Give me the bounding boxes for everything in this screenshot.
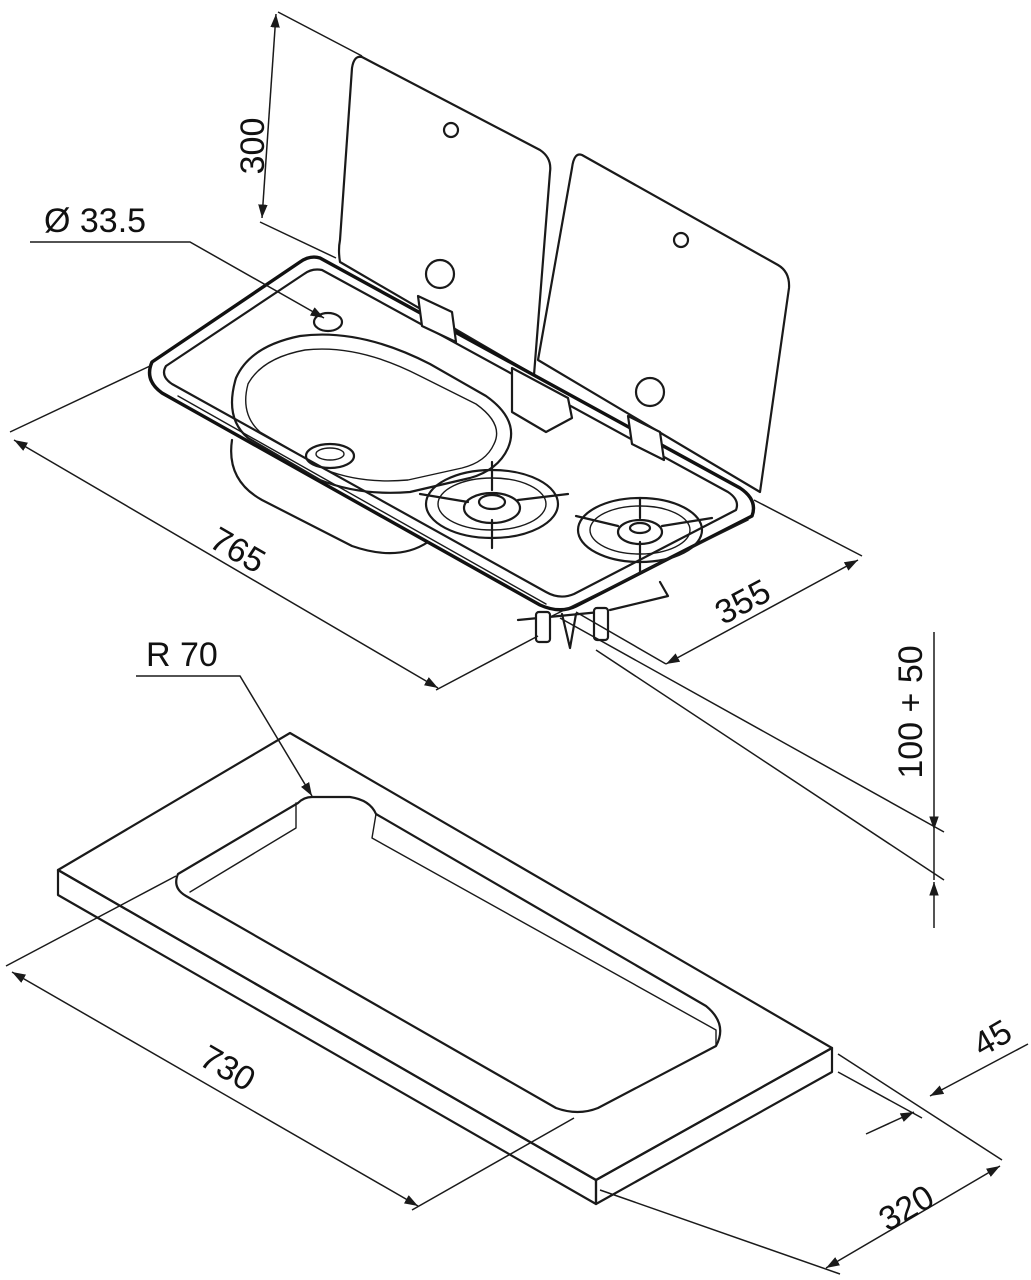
left-hinge [416,258,458,344]
dim-length-label: 765 [203,520,271,581]
left-lid-hole [442,121,460,139]
left-glass-lid [337,55,552,377]
gas-fittings [516,580,670,650]
slab-cutout-wall [189,802,717,1047]
dim-cutout-depth-label: 320 [872,1178,940,1239]
dim-radius-label: R 70 [146,636,218,674]
dim-depth-label: 355 [709,572,777,632]
slab-cutout [175,795,722,1114]
right-lid-hole [672,231,690,249]
sink-bowl-underside [230,438,430,555]
dim-lid-height-label: 300 [234,118,272,175]
countertop-slab [56,731,834,1206]
dim-clearance-label: 100 + 50 [892,645,930,778]
inner-frame [162,268,739,598]
center-hinge-block [510,366,574,434]
dim-cutout-length-label: 730 [193,1038,261,1099]
sink-hob-unit [147,55,791,650]
dim-diameter-label: Ø 33.5 [44,202,146,240]
dim-edge-offset-label: 45 [967,1013,1019,1065]
outer-frame [147,255,756,612]
sink-basin-rim [230,333,513,494]
right-hinge [626,376,666,462]
tap-hole [312,311,344,333]
dimension-lines [5,11,1029,1275]
burner-small [574,496,714,574]
right-glass-lid [536,153,791,494]
slab-side-face [594,1046,834,1206]
sink-drain-inner [315,447,345,461]
